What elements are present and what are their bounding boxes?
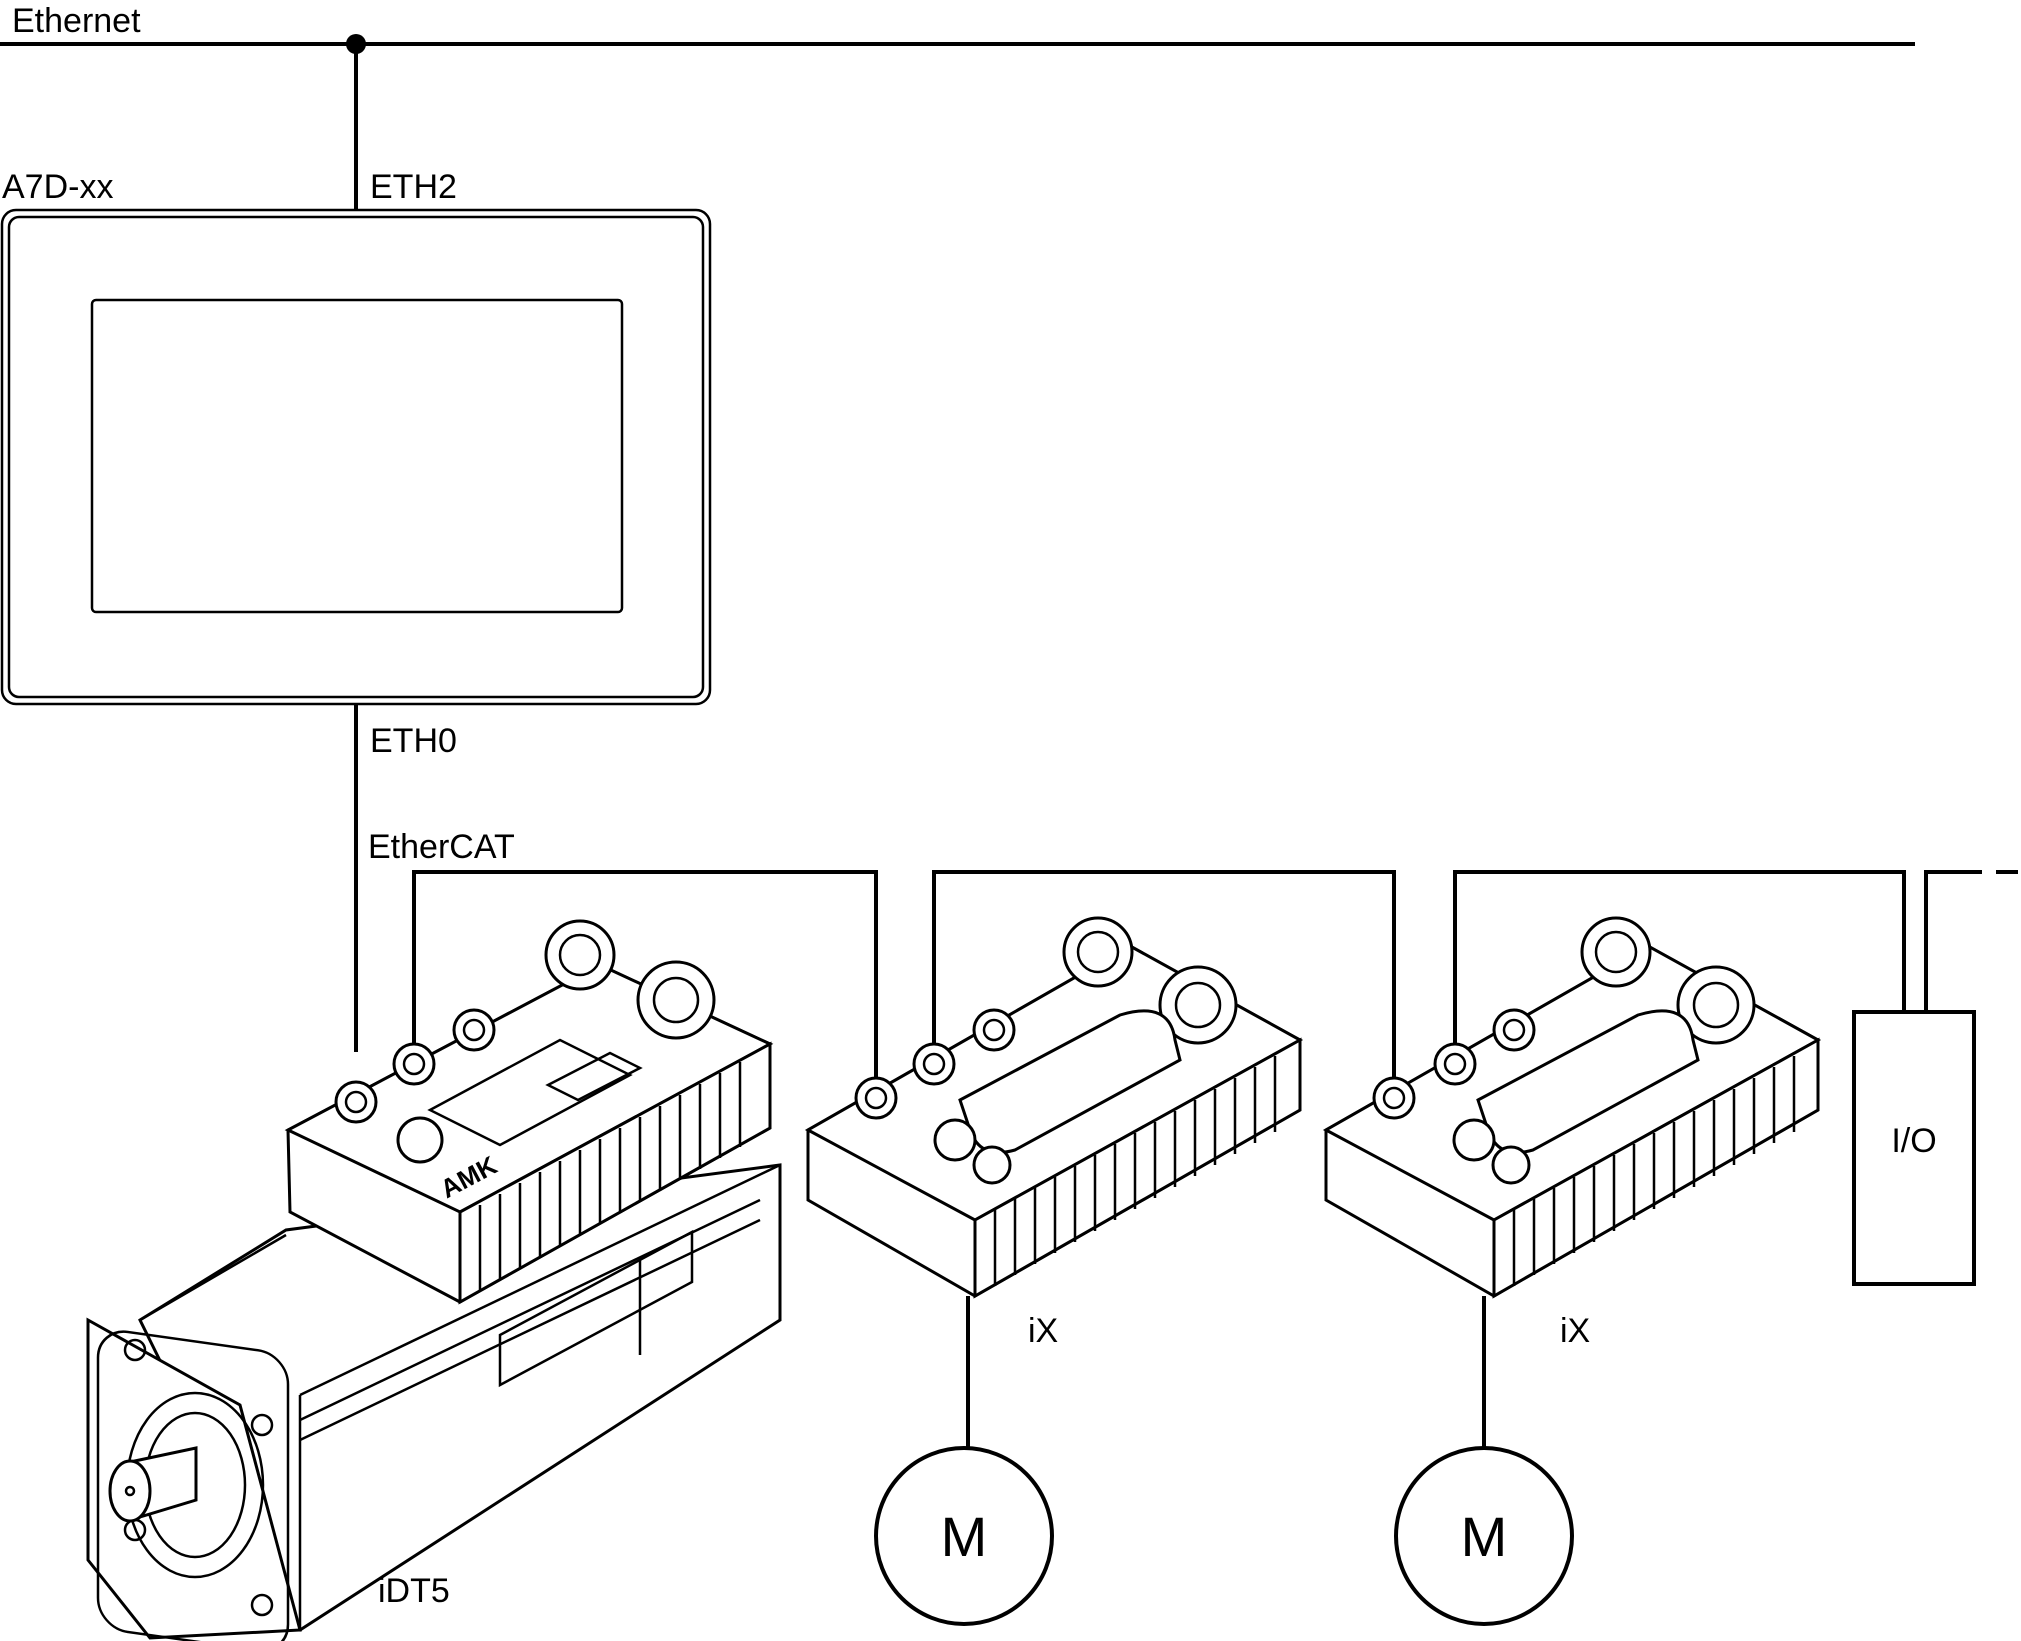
controller-inner-frame [7, 215, 705, 699]
idt5-power-connector-2 [636, 960, 716, 1040]
ix2-power-connector-2 [1676, 965, 1756, 1045]
motor-1-symbol [874, 1446, 1054, 1626]
ethercat-label: EtherCAT [368, 828, 515, 866]
ix-drive-2: iX [1322, 916, 1822, 1450]
ethercat-chain-3 [1453, 870, 1906, 1045]
idt5-connector-x1 [334, 1080, 378, 1124]
ethernet-label: Ethernet [12, 2, 141, 40]
ix1-connector-x2 [912, 1042, 956, 1086]
ix2-connector-x3 [1492, 1008, 1536, 1052]
ix2-cooling-fins [1512, 1056, 1796, 1286]
motor-2: M [1394, 1446, 1574, 1626]
drive-2-label: iX [1560, 1312, 1590, 1350]
motor-1-label: M [941, 1505, 988, 1568]
motor-shaft [108, 1446, 198, 1523]
io-module-box [1852, 1010, 1976, 1286]
idt5-connector-x3 [452, 1008, 496, 1052]
motor-2-label: M [1461, 1505, 1508, 1568]
ethercat-chain-1 [412, 870, 878, 1080]
ix-drive-1: iX [804, 916, 1304, 1450]
controller-screen [90, 298, 624, 614]
ix2-cable-gland-1 [1452, 1118, 1496, 1162]
drive-1-label: iX [1028, 1312, 1058, 1350]
ix1-cable-gland-1 [933, 1118, 977, 1162]
io-label: I/O [1891, 1122, 1936, 1160]
ix1-cooling-fins [993, 1056, 1277, 1286]
ix2-cover [1476, 1009, 1700, 1154]
ix1-power-connector [1062, 916, 1134, 988]
servo-motor-idt5: AMK iDT5 [86, 919, 782, 1641]
ix2-power-connector [1580, 916, 1652, 988]
idt5-power-connector [544, 919, 616, 991]
ix1-connector-x1 [854, 1076, 898, 1120]
ix1-connector-x3 [972, 1008, 1016, 1052]
eth0-label: ETH0 [370, 722, 457, 760]
eth2-label: ETH2 [370, 168, 457, 206]
io-module: I/O [1852, 1010, 1976, 1286]
ix1-power-connector-2 [1158, 965, 1238, 1045]
ethercat-chain-continuation [1924, 870, 1960, 1012]
motor-flange-hole-2 [250, 1413, 274, 1437]
ethercat-chain-2 [932, 870, 1396, 1080]
controller-outer-frame [0, 208, 712, 706]
controller-panel: A7D-xx [0, 168, 712, 706]
motor-2-symbol [1394, 1446, 1574, 1626]
idt5-rotary-knob [396, 1116, 444, 1164]
ix2-cable-gland-2 [1491, 1145, 1531, 1185]
ix2-connector-x1 [1372, 1076, 1416, 1120]
motor-1: M [874, 1446, 1054, 1626]
idt5-connector-x2 [392, 1042, 436, 1086]
ix2-connector-x2 [1433, 1042, 1477, 1086]
idt5-cooling-fins [478, 1062, 742, 1290]
servo-motor-label: iDT5 [378, 1572, 450, 1610]
ix1-cable-gland-2 [972, 1145, 1012, 1185]
motor-flange-hole-1 [123, 1338, 147, 1362]
motor-flange-hole-3 [250, 1593, 274, 1617]
controller-label: A7D-xx [2, 168, 113, 206]
ix1-cover [958, 1009, 1182, 1154]
idt5-drive-housing: AMK [284, 919, 774, 1305]
